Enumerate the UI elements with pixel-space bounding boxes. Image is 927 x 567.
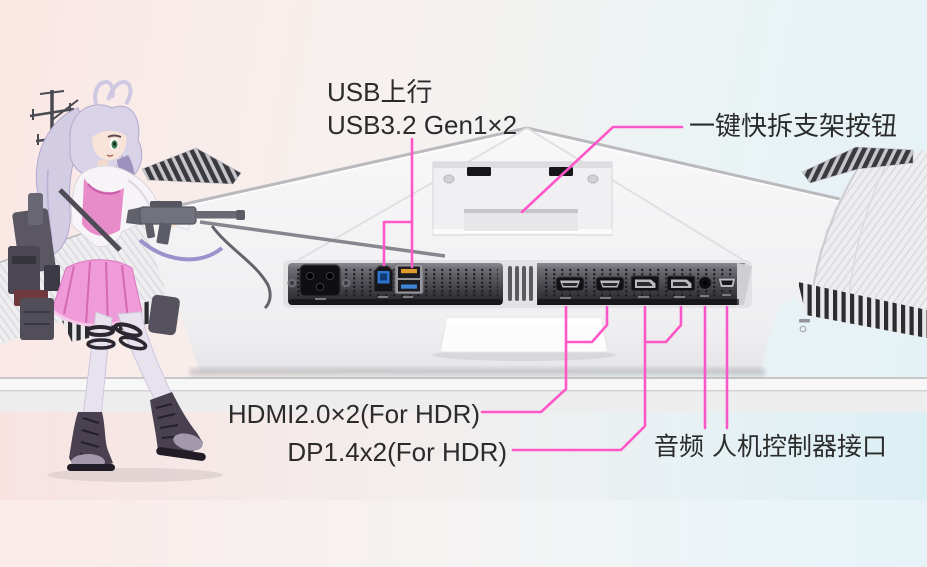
left-top-vent (141, 147, 242, 185)
controller-port (717, 277, 737, 288)
center-vent-slats (508, 266, 533, 301)
usb-callout-label: USB上行 USB3.2 Gen1×2 (327, 76, 517, 142)
controller-label: 人机控制器接口 (712, 433, 888, 461)
hdmi-port-1 (555, 276, 585, 292)
vesa-screw-hole (587, 174, 599, 184)
callout-line-dp-2 (644, 305, 683, 344)
callout-line-hdmi-1 (480, 305, 568, 414)
floor (0, 412, 927, 567)
usb-a-ports (394, 263, 424, 294)
stand-button-label: 一键快拆支架按钮 (689, 111, 898, 141)
stand-hook-slot (467, 167, 491, 176)
callout-line-stand-button (520, 125, 684, 214)
right-top-vent (801, 146, 914, 184)
dp-port-2 (666, 275, 696, 292)
left-port-strip (287, 263, 503, 305)
dp-label: DP1.4x2(For HDR) (287, 437, 507, 467)
anime-figure (8, 80, 446, 482)
quick-release-recess (464, 209, 578, 235)
figure-gun (126, 201, 446, 310)
audio-label: 音频 (654, 433, 705, 461)
figure-shadow (47, 468, 223, 482)
callout-line-dp-1 (511, 305, 647, 452)
hdmi-port-2 (595, 276, 625, 292)
audio-jack-port (697, 275, 713, 291)
vesa-screw-hole (443, 174, 455, 184)
callout-line-hdmi-2 (565, 305, 609, 344)
dp-port-1 (630, 275, 660, 292)
strip-screw (287, 278, 351, 288)
usb-b-upstream-port (373, 265, 394, 293)
right-corner-panel (810, 150, 927, 334)
usb-callout-line2: USB3.2 Gen1×2 (327, 110, 518, 141)
figure-boots (67, 392, 206, 471)
usb-callout-line1: USB上行 (327, 77, 433, 107)
power-inlet-port (299, 264, 341, 297)
kensington-lock-mark (799, 319, 810, 323)
thigh-holster (20, 294, 180, 340)
hdmi-label: HDMI2.0×2(For HDR) (227, 399, 480, 429)
desk-surface (0, 377, 927, 567)
right-port-strip (537, 263, 752, 305)
callout-line-usb-b (382, 220, 414, 267)
